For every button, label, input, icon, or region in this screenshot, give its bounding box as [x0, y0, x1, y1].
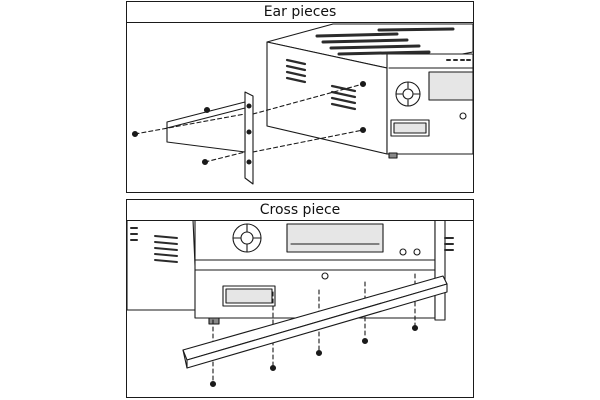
rack-rail — [434, 219, 454, 321]
cross-bar-icon — [182, 275, 448, 369]
cross-piece-panel: Cross piece — [126, 199, 474, 398]
receiver-icon — [194, 219, 436, 325]
ear-pieces-diagram — [131, 23, 473, 185]
rack-ear-icon — [166, 91, 254, 185]
panel-title-ear-pieces: Ear pieces — [127, 2, 473, 23]
panel-title-cross-piece: Cross piece — [127, 200, 473, 221]
cross-piece-diagram — [127, 219, 454, 388]
alignment-guides — [134, 83, 364, 163]
receiver-icon — [266, 23, 473, 159]
screw-icon — [209, 324, 419, 388]
ear-pieces-panel: Ear pieces — [126, 1, 474, 193]
receiver-side — [127, 219, 198, 311]
screw-icon — [131, 106, 211, 166]
